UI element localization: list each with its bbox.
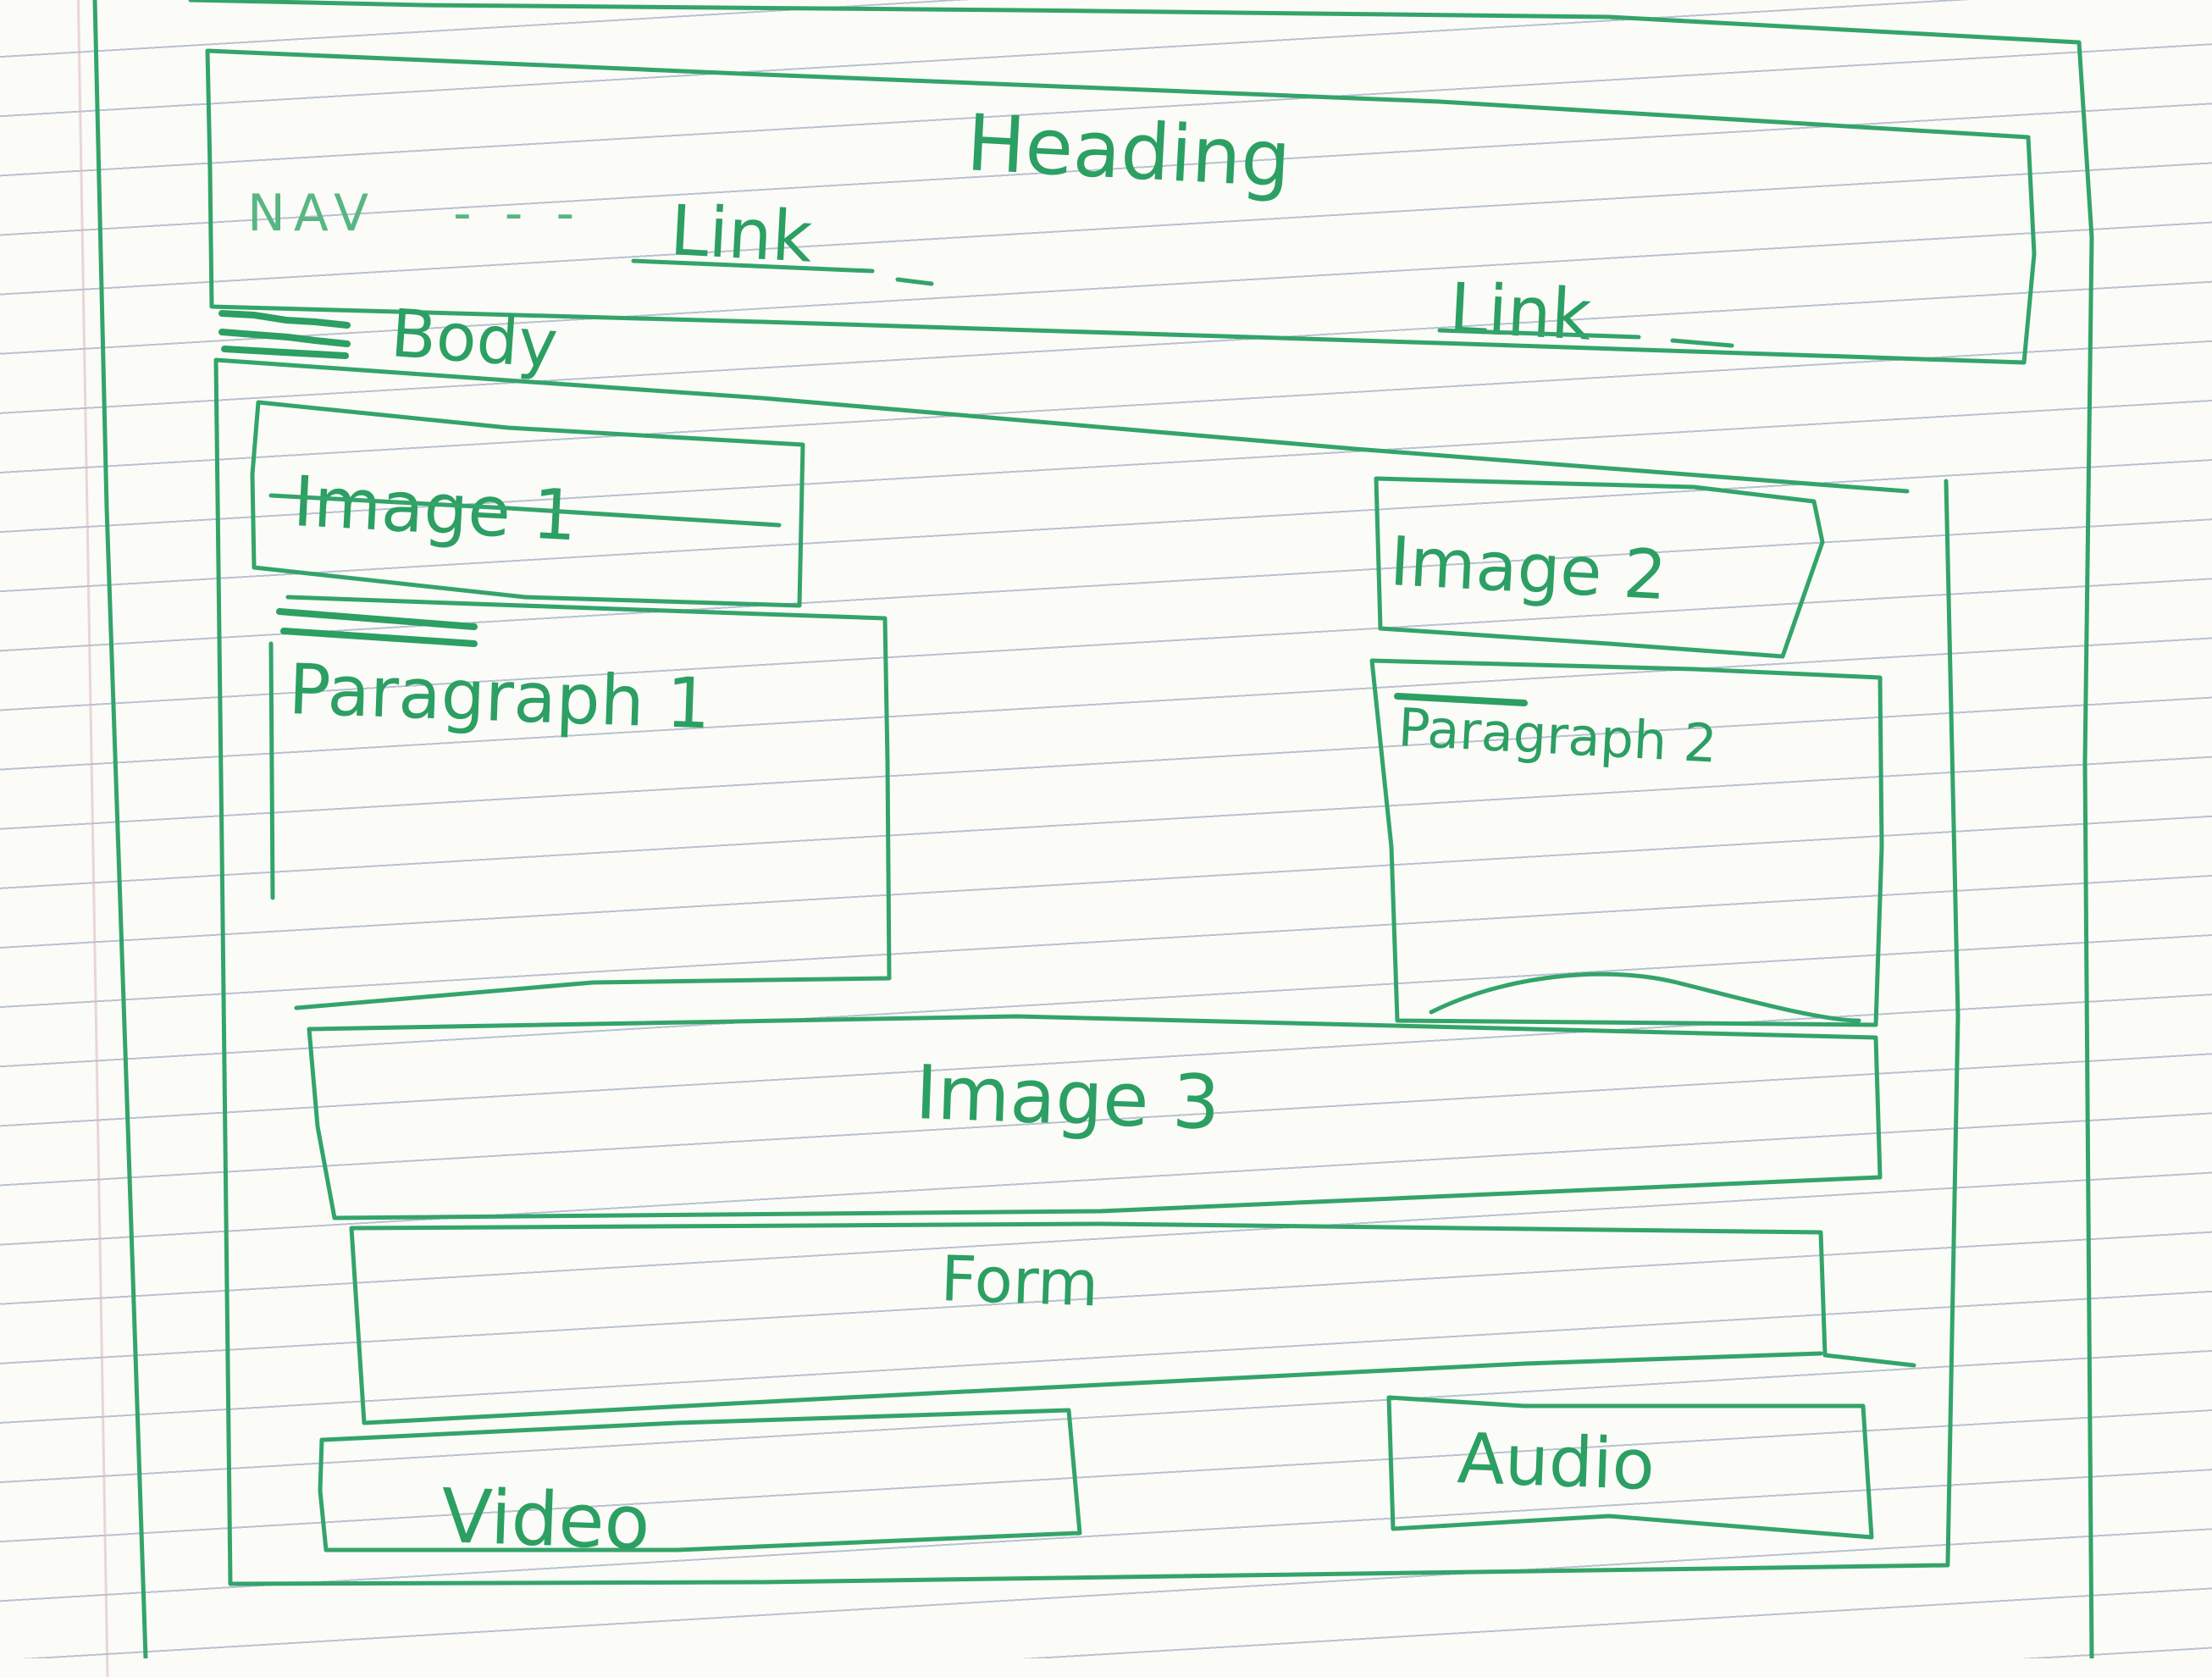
nav-link-2-underline [1437,328,1734,348]
form-box [349,1221,1916,1425]
image-1-cross-line [268,493,782,528]
nav-link-1-underline [631,258,934,286]
paragraph-1-strike [276,608,478,647]
video-label: Video [440,1472,651,1567]
paragraph-2-strike [1394,693,1528,706]
paragraph-2-box [1369,658,1884,1027]
audio-box [1386,1395,1874,1540]
heading-label: Heading [965,97,1293,205]
paragraph-1-box [268,595,892,1010]
body-label: Body [389,296,561,384]
nav-label: NAV [247,184,377,243]
image-1-box [250,400,805,608]
outer-page-frame [92,0,2094,1658]
image-3-box [307,1014,1883,1220]
form-label: Form [939,1243,1099,1320]
audio-label: Audio [1456,1419,1656,1506]
crossed-out-scribble [218,310,351,359]
paragraph-1-label: Paragraph 1 [287,650,711,744]
paragraph-2-label: Paragraph 2 [1396,696,1718,775]
nav-link-2[interactable]: Link [1447,268,1594,357]
image-2-label: Image 2 [1388,522,1668,615]
nav-dashes: - - - [453,184,583,243]
image-2-box [1374,476,1825,659]
body-region-box [213,357,1960,1586]
header-box [205,48,2037,365]
video-box [318,1408,1082,1552]
image-3-label: Image 3 [914,1049,1221,1146]
